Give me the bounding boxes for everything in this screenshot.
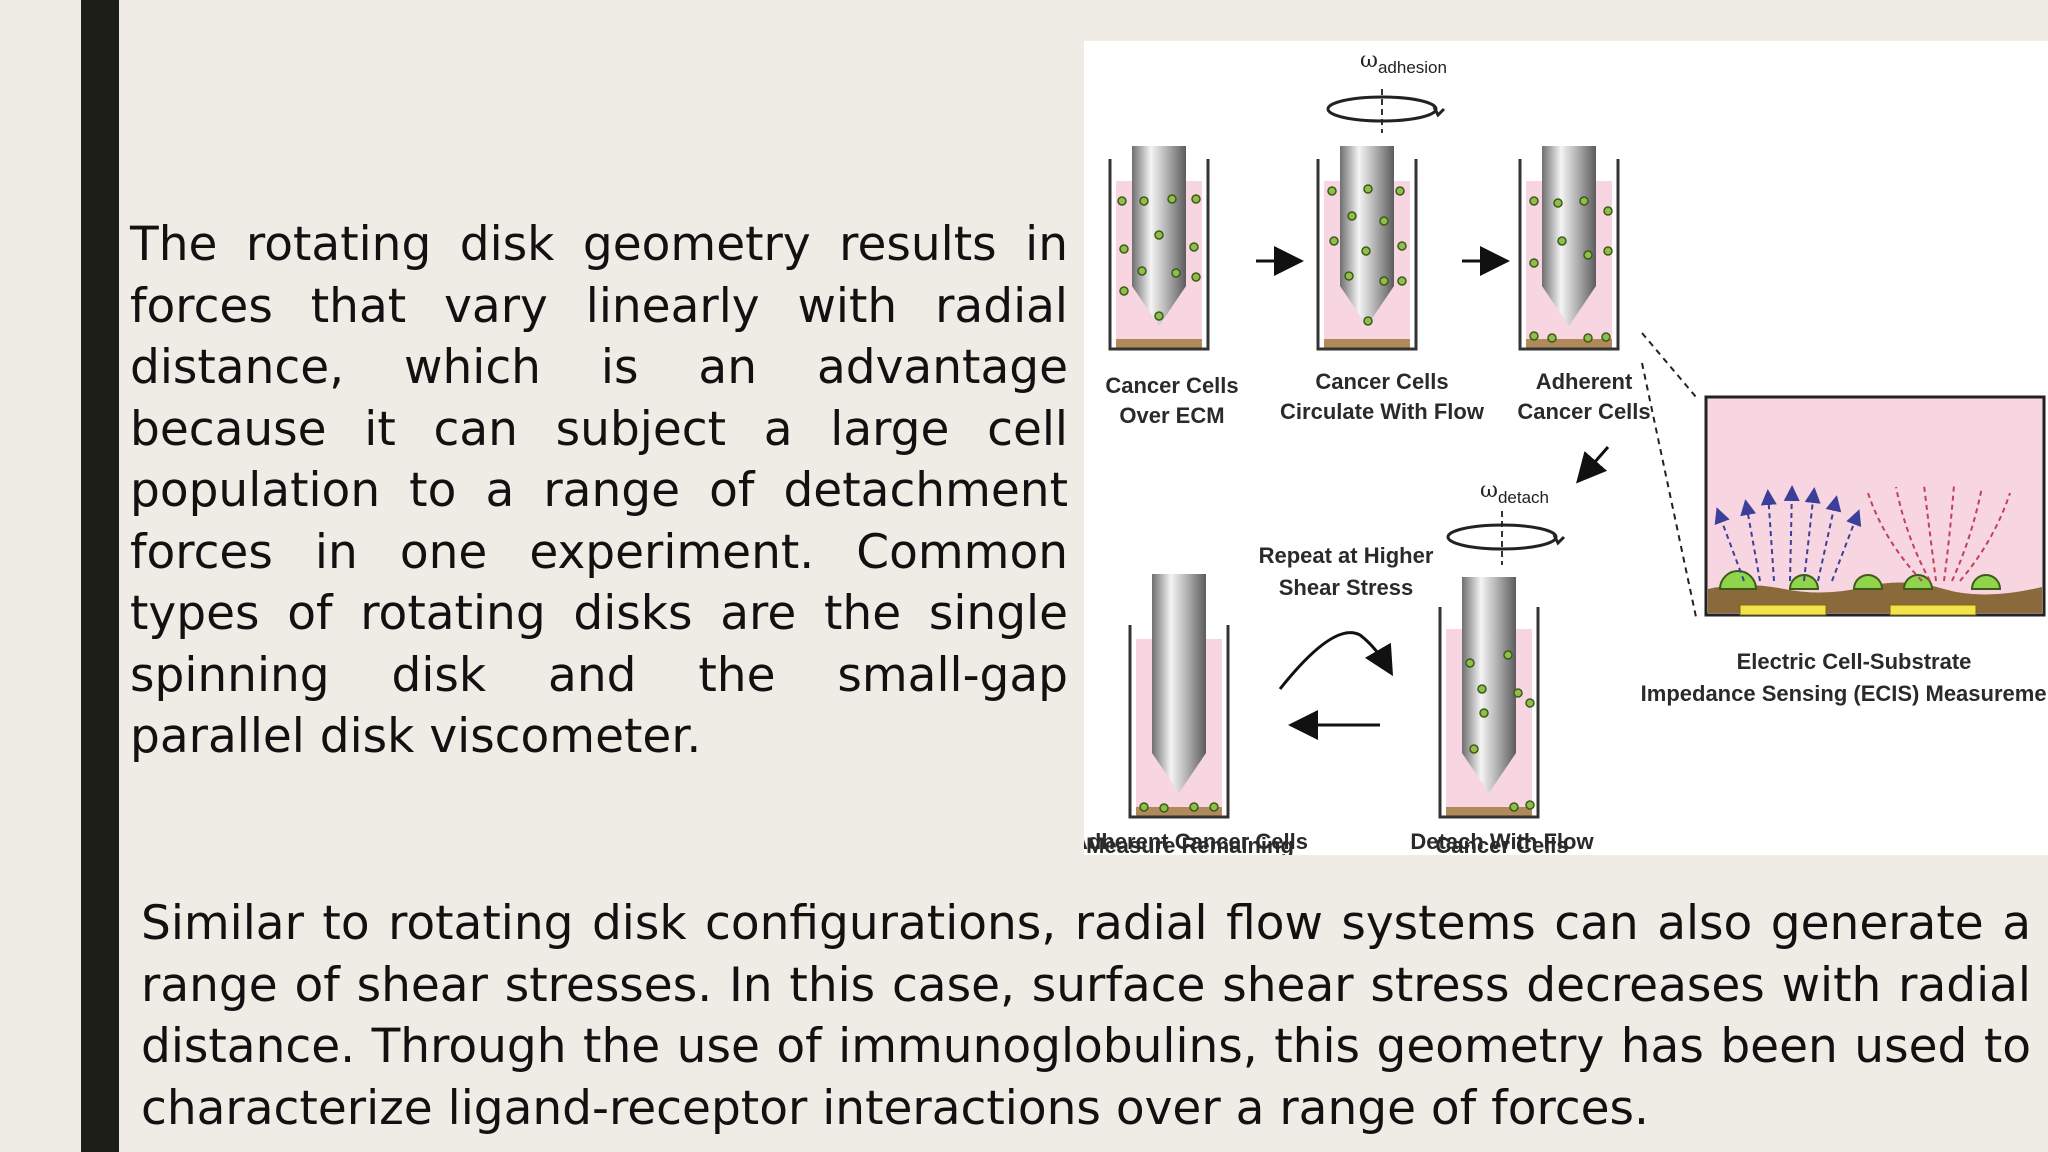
beaker-cancer-cells-detach (1438, 511, 1566, 819)
paragraph-rotating-disk: The rotating disk geometry results in fo… (130, 217, 1068, 764)
beaker-adherent-cancer-cells (1518, 146, 1620, 351)
figure-diagram: ωadhesion ωdetach Cancer Cells Over ECM … (1084, 48, 2048, 855)
beaker-cancer-cells-circulate (1316, 89, 1446, 351)
figure-rotating-disk-assay: ωadhesion ωdetach Cancer Cells Over ECM … (1084, 41, 2048, 855)
zoom-line-top (1641, 332, 1697, 398)
arrow-repeat-curve (1278, 631, 1394, 690)
ecis-inset (1704, 395, 2046, 617)
label-cancer-cells-over-ecm-1: Cancer Cells (1105, 373, 1238, 398)
paragraph-radial-flow: Similar to rotating disk configurations,… (141, 896, 2031, 1136)
label-repeat-2: Shear Stress (1279, 575, 1414, 600)
omega-detach-label: ωdetach (1480, 478, 1549, 507)
label-circulate-2: Circulate With Flow (1280, 399, 1485, 424)
label-adherent-2: Cancer Cells (1517, 399, 1650, 424)
label-adherent-1: Adherent (1536, 369, 1633, 394)
label-ecis-2: Impedance Sensing (ECIS) Measurement (1641, 681, 2048, 706)
label-cancer-cells-over-ecm-2: Over ECM (1119, 403, 1224, 428)
left-accent-bar (81, 0, 119, 1152)
beaker-measure-remaining (1128, 574, 1230, 819)
arrow-step-3-to-detach (1576, 446, 1610, 484)
label-measure-2: Adherent Cancer Cells (1084, 829, 1308, 854)
label-ecis-1: Electric Cell-Substrate (1737, 649, 1972, 674)
label-repeat-1: Repeat at Higher (1259, 543, 1434, 568)
label-detach-2: Detach With Flow (1410, 829, 1594, 854)
label-measure-1: Measure Remaining (1086, 833, 1294, 855)
label-detach-1: Cancer Cells (1435, 833, 1568, 855)
label-circulate-1: Cancer Cells (1315, 369, 1448, 394)
beaker-cancer-cells-over-ecm (1108, 146, 1210, 351)
omega-adhesion-label: ωadhesion (1360, 48, 1447, 77)
